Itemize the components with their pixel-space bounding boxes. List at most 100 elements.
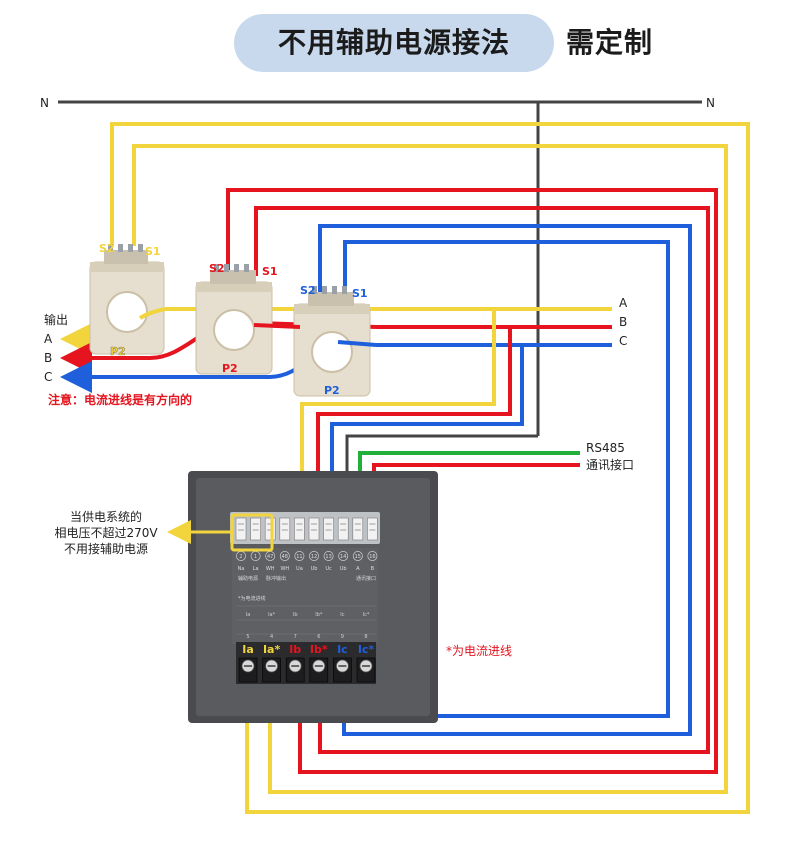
ct1-s1-label: S1 bbox=[145, 245, 161, 258]
meter-top-terminal bbox=[294, 517, 305, 541]
meter-top-number: 2 bbox=[239, 554, 242, 560]
ct3-p2-label: P2 bbox=[324, 384, 340, 397]
aux-note-line1: 当供电系统的 bbox=[70, 509, 142, 524]
meter-top-number: 47 bbox=[267, 554, 273, 560]
page-title-suffix: 需定制 bbox=[566, 26, 654, 59]
ct3-s2-label: S2 bbox=[300, 284, 316, 297]
meter-top-terminal bbox=[308, 517, 320, 541]
meter-top-number: 12 bbox=[311, 554, 317, 560]
meter-top-number-ring bbox=[323, 551, 334, 561]
output-label: 输出 bbox=[44, 312, 68, 327]
meter-bottom-label: Ia* bbox=[263, 643, 281, 656]
ct3-s1-label: S1 bbox=[352, 287, 368, 300]
meter-top-label: Ub bbox=[340, 566, 347, 572]
meter-top-number: 1 bbox=[254, 554, 257, 560]
meter-bottom-terminal bbox=[238, 657, 258, 683]
meter-table-number: 7 bbox=[294, 634, 297, 640]
ct2-p2-label: P2 bbox=[222, 362, 238, 375]
meter-top-terminal bbox=[337, 517, 349, 541]
meter-top-number: 16 bbox=[369, 554, 375, 560]
meter-table-label: Ia bbox=[246, 612, 251, 618]
wire-ct1-s2-loop bbox=[110, 122, 750, 814]
power-meter bbox=[188, 471, 438, 723]
meter-top-label: WH bbox=[266, 566, 275, 572]
meter-top-number-ring bbox=[338, 551, 349, 561]
meter-group-comm: 通讯接口 bbox=[356, 575, 376, 582]
phase-c-through-ct3 bbox=[337, 340, 377, 347]
page-title: 不用辅助电源接法 bbox=[277, 26, 510, 59]
meter-top-number-ring bbox=[294, 551, 305, 561]
phase-c-label: C bbox=[619, 334, 627, 348]
meter-table-label: Ib bbox=[293, 612, 298, 618]
wire-ct2-s1-loop bbox=[254, 206, 710, 754]
phase-b-label: B bbox=[619, 315, 627, 329]
meter-top-label: B bbox=[371, 566, 375, 572]
output-a-label: A bbox=[44, 332, 53, 346]
meter-top-terminal-block bbox=[235, 517, 378, 541]
meter-top-terminal bbox=[323, 517, 334, 541]
wire-ct2-s2-loop bbox=[226, 188, 718, 774]
meter-top-terminal bbox=[250, 517, 261, 541]
meter-table-number: 5 bbox=[246, 634, 249, 640]
aux-note-line3: 不用接辅助电源 bbox=[64, 541, 148, 556]
output-c-label: C bbox=[44, 370, 52, 384]
meter-top-number-ring bbox=[279, 551, 290, 561]
phase-b-through-ct2 bbox=[253, 323, 301, 329]
meter-top-terminal bbox=[367, 517, 378, 541]
meter-bottom-terminal bbox=[333, 657, 352, 683]
current-transformer-3 bbox=[293, 286, 371, 397]
meter-bottom-label: Ib bbox=[289, 643, 301, 656]
meter-table-label: Ia* bbox=[268, 612, 276, 618]
meter-bottom-terminal bbox=[262, 657, 281, 683]
meter-top-terminal bbox=[235, 517, 247, 541]
meter-top-terminal bbox=[352, 517, 364, 541]
wire-ct3-s2-loop bbox=[318, 224, 692, 736]
meter-top-label: Na bbox=[238, 566, 245, 572]
meter-top-number: 14 bbox=[340, 554, 346, 560]
meter-table-number: 4 bbox=[270, 634, 273, 640]
meter-group-pulse: 脉冲输出 bbox=[266, 575, 286, 582]
meter-top-label: La bbox=[253, 566, 259, 572]
meter-bottom-terminal bbox=[309, 657, 329, 683]
output-b-label: B bbox=[44, 351, 52, 365]
meter-top-number: 13 bbox=[325, 554, 331, 560]
rs485-label: RS485 bbox=[586, 441, 625, 455]
meter-top-number: 11 bbox=[296, 554, 302, 560]
meter-table-label: Ic bbox=[340, 612, 344, 618]
neutral-label-left: N bbox=[40, 96, 49, 110]
current-transformer-1 bbox=[89, 244, 165, 355]
meter-bottom-terminal bbox=[285, 657, 305, 683]
current-transformer-2 bbox=[195, 264, 273, 375]
meter-bottom-terminal bbox=[356, 657, 376, 683]
rs485-sub-label: 通讯接口 bbox=[586, 457, 634, 472]
phase-a-label: A bbox=[619, 296, 628, 310]
meter-table-label: Ic* bbox=[363, 612, 370, 618]
meter-top-label: WH bbox=[280, 566, 289, 572]
meter-top-number: 48 bbox=[282, 554, 288, 560]
phase-a-through-ct1 bbox=[138, 307, 166, 320]
neutral-label-right: N bbox=[706, 96, 715, 110]
meter-top-number-ring bbox=[367, 551, 378, 561]
meter-table-number: 9 bbox=[341, 634, 344, 640]
meter-bottom-label: Ib* bbox=[310, 643, 328, 656]
meter-top-terminal bbox=[264, 517, 276, 541]
ct2-s1-label: S1 bbox=[262, 265, 278, 278]
ct2-s2-label: S2 bbox=[209, 262, 225, 275]
meter-top-label: Ua bbox=[296, 566, 303, 572]
title-pill bbox=[234, 14, 554, 72]
phase-a-tap-wire bbox=[300, 309, 496, 520]
phase-b-tap-wire bbox=[316, 327, 512, 520]
meter-top-label: A bbox=[356, 566, 360, 572]
meter-top-terminal-numbers: 2 1 47 48 11 12 13 14 15 16 bbox=[236, 551, 378, 561]
meter-star-note: *为电流进线 bbox=[238, 595, 266, 602]
meter-top-number: 15 bbox=[355, 554, 361, 560]
meter-table-number: 8 bbox=[364, 634, 367, 640]
meter-table-label: Ib* bbox=[315, 612, 323, 618]
meter-bottom-label: Ic bbox=[337, 643, 348, 656]
aux-note-line2: 相电压不超过270V bbox=[54, 525, 158, 540]
meter-group-aux: 辅助电源 bbox=[238, 575, 258, 582]
